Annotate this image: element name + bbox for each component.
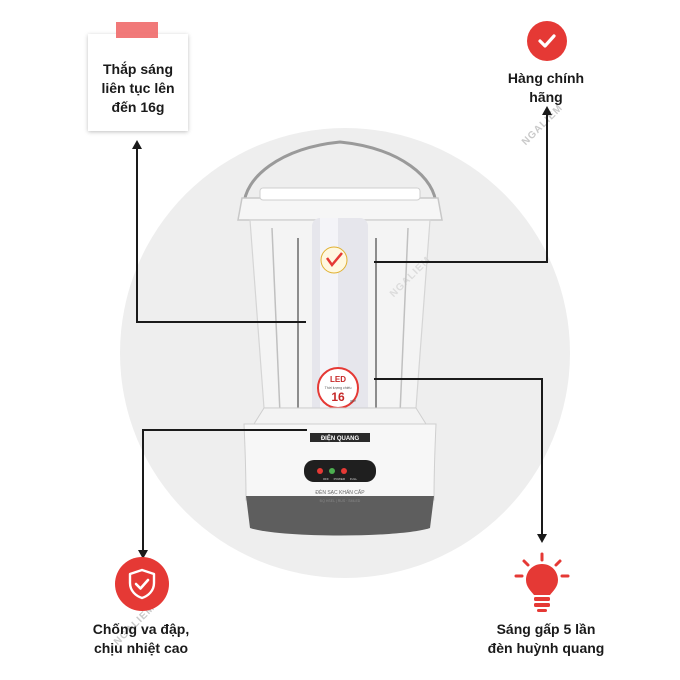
feature-brightness: Sáng gấp 5 lần đèn huỳnh quang <box>487 621 605 656</box>
connector-line <box>136 148 138 323</box>
connector-line <box>546 114 548 263</box>
arrow-down-icon <box>138 550 148 559</box>
switch-labels: OFF POWER FULL <box>323 477 358 481</box>
check-icon <box>538 34 556 48</box>
feature-lighting-duration: Thắp sáng liên tục lên đến 16g <box>101 61 175 115</box>
connector-line <box>374 261 548 263</box>
arrow-down-icon <box>537 534 547 543</box>
led-badge-number: 16 <box>331 390 345 404</box>
model-label: ĐQ HSEL | RUS · SMLED <box>320 499 361 503</box>
note-tape <box>116 22 158 38</box>
connector-line <box>541 378 543 536</box>
check-badge <box>527 21 567 61</box>
bulb-icon <box>514 552 570 612</box>
led-badge-top: LED <box>330 375 346 384</box>
connector-line <box>142 429 307 431</box>
lantern-image: LED Thời lượng chiếu 16 giờ ĐIỆN QUANG O… <box>237 140 443 536</box>
note-card <box>88 34 188 131</box>
brand-label: ĐIỆN QUANG <box>321 434 360 442</box>
arrow-up-icon <box>542 106 552 115</box>
led-badge-middle: Thời lượng chiếu <box>325 386 352 390</box>
shield-badge <box>115 557 169 611</box>
connector-line <box>136 321 306 323</box>
led-badge-unit: giờ <box>350 398 356 403</box>
connector-line <box>142 429 144 552</box>
connector-line <box>374 378 543 380</box>
arrow-up-icon <box>132 140 142 149</box>
feature-shock-resistant: Chống va đập, chịu nhiệt cao <box>92 621 190 656</box>
shield-check-icon <box>128 568 156 600</box>
feature-genuine: Hàng chính hãng <box>507 70 585 105</box>
panel-label: ĐÈN SẠC KHẨN CẤP <box>315 489 365 496</box>
